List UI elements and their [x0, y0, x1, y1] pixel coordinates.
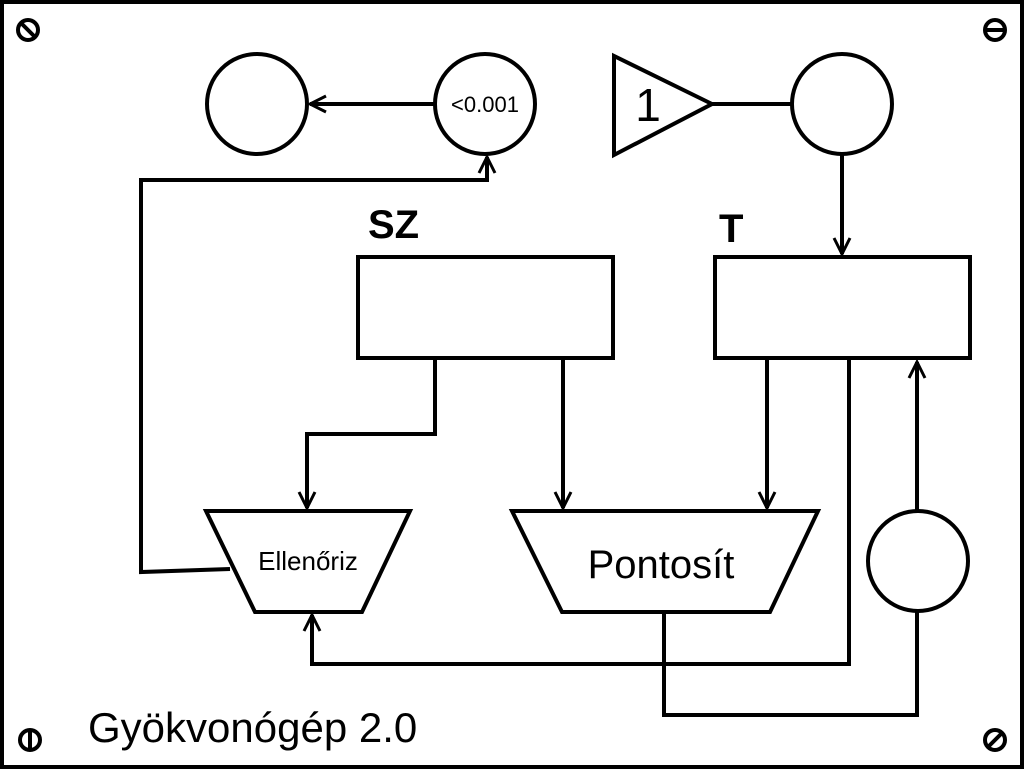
device-title: Gyökvonógép 2.0: [88, 704, 417, 751]
wire-refine-to-storage: [662, 611, 919, 717]
check-unit: [202, 509, 414, 614]
constant-node: [790, 52, 894, 156]
refine-unit: [508, 509, 822, 614]
register-t-label: T: [719, 207, 743, 251]
threshold-label: <0.001: [451, 92, 519, 117]
screw-icon: [18, 728, 42, 752]
register-t: [713, 255, 972, 360]
screw-icon: [983, 18, 1007, 42]
screw-icon: [983, 728, 1007, 752]
check-unit-label: Ellenőriz: [258, 546, 358, 576]
wire-check-to-threshold: [139, 157, 487, 575]
constant-label: 1: [635, 79, 661, 131]
output-display: [205, 52, 309, 156]
storage-node: [866, 509, 970, 613]
register-sz-label: SZ: [368, 203, 419, 247]
wire-sz-to-check: [307, 358, 437, 508]
wire-t-to-check: [312, 358, 851, 666]
refine-unit-label: Pontosít: [588, 543, 735, 587]
constant-source: [612, 52, 717, 159]
register-sz: [356, 255, 615, 360]
screw-icon: [16, 18, 40, 42]
